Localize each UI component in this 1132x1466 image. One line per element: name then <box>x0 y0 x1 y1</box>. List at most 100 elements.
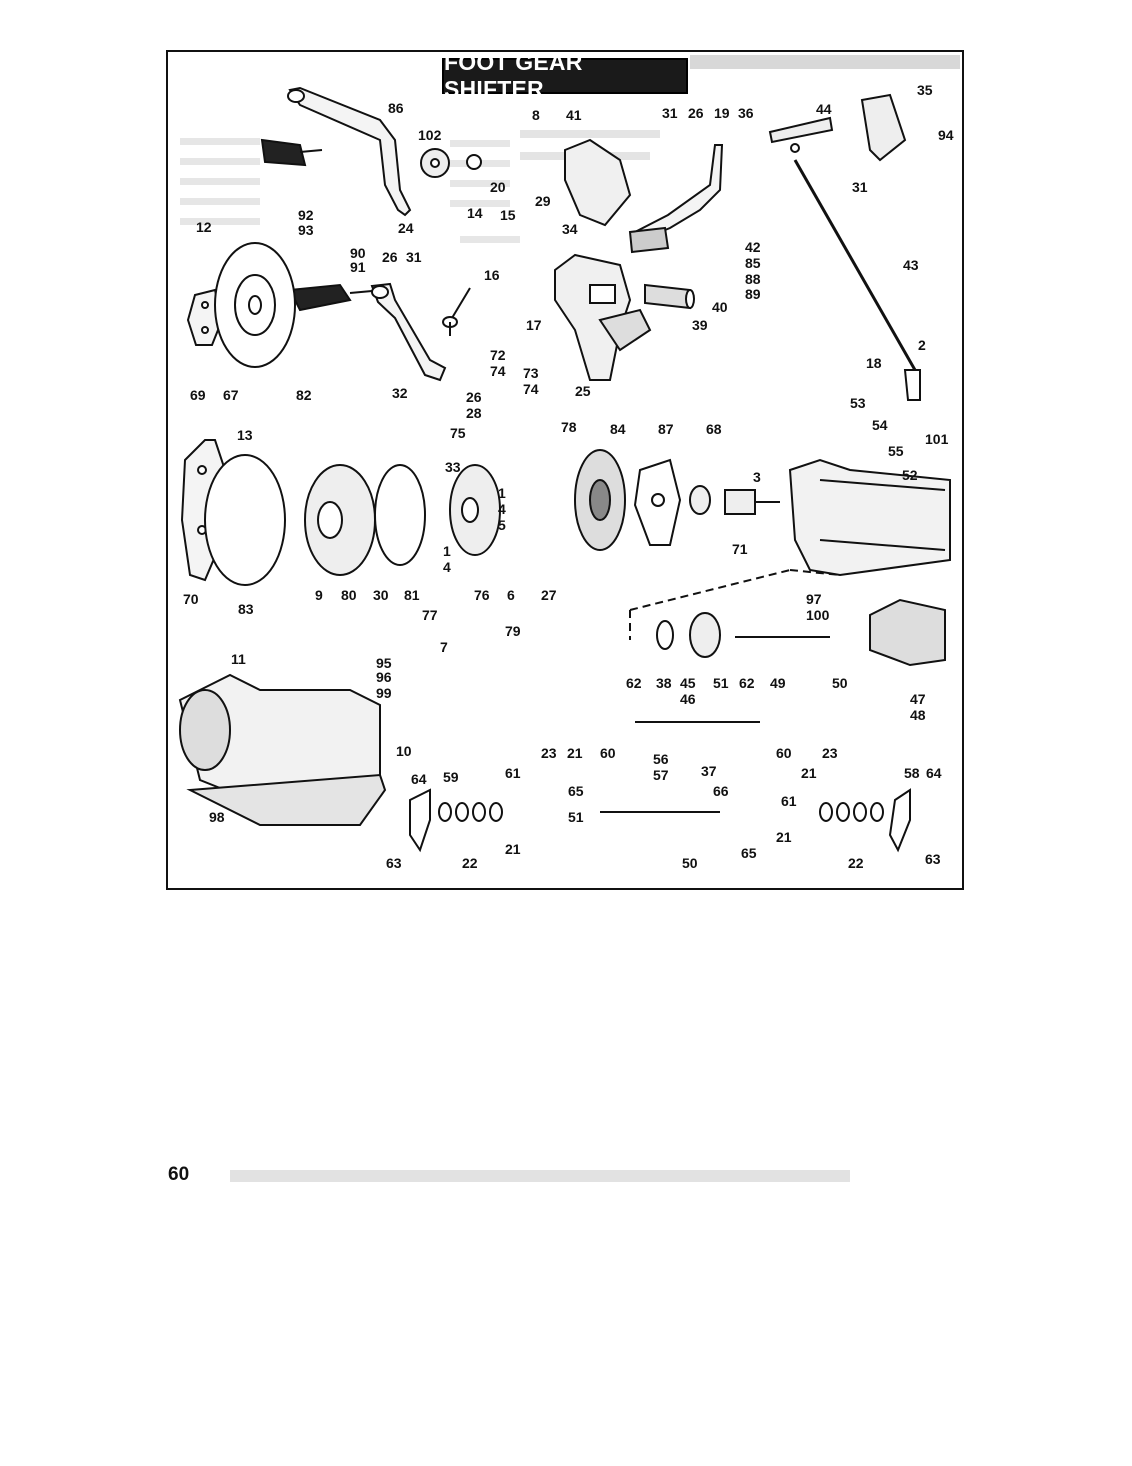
part-label: 32 <box>392 385 408 401</box>
part-label: 71 <box>732 541 748 557</box>
part-label: 69 <box>190 387 206 403</box>
part-label: 74 <box>523 381 539 397</box>
part-label: 60 <box>776 745 792 761</box>
part-label: 61 <box>781 793 797 809</box>
part-label: 86 <box>388 100 404 116</box>
fork-59 <box>409 788 911 853</box>
part-label: 62 <box>626 675 642 691</box>
part-label: 56 <box>653 751 669 767</box>
part-label: 81 <box>404 587 420 603</box>
disc-82 <box>214 242 296 368</box>
part-label: 15 <box>500 207 516 223</box>
bolt-16 <box>442 287 471 336</box>
part-label: 3 <box>753 469 761 485</box>
part-label: 50 <box>832 675 848 691</box>
part-label: 1 <box>498 485 506 501</box>
part-label: 70 <box>183 591 199 607</box>
part-label: 95 <box>376 655 392 671</box>
part-label: 91 <box>350 259 366 275</box>
part-label: 92 <box>298 207 314 223</box>
part-label: 31 <box>662 105 678 121</box>
transmission-case-95 <box>178 673 387 826</box>
part-label: 18 <box>866 355 882 371</box>
part-label: 72 <box>490 347 506 363</box>
part-label: 59 <box>443 769 459 785</box>
part-label: 54 <box>872 417 888 433</box>
part-label: 77 <box>422 607 438 623</box>
part-label: 17 <box>526 317 542 333</box>
part-label: 45 <box>680 675 696 691</box>
part-label: 57 <box>653 767 669 783</box>
shift-rod-43 <box>768 93 921 401</box>
part-label: 53 <box>850 395 866 411</box>
shift-lever-42 <box>628 144 724 254</box>
part-label: 41 <box>566 107 582 123</box>
part-label: 63 <box>925 851 941 867</box>
part-label: 26 <box>688 105 704 121</box>
part-label: 34 <box>562 221 578 237</box>
part-label: 46 <box>680 691 696 707</box>
page-number: 60 <box>168 1164 190 1185</box>
part-label: 97 <box>806 591 822 607</box>
bleed-through-text <box>180 55 960 1182</box>
part-label: 22 <box>462 855 478 871</box>
washers-22 <box>438 802 884 822</box>
part-label: 63 <box>386 855 402 871</box>
cam-plate-76 <box>449 464 501 556</box>
part-label: 83 <box>238 601 254 617</box>
part-label: 42 <box>745 239 761 255</box>
part-label: 68 <box>706 421 722 437</box>
part-label: 51 <box>568 809 584 825</box>
part-label: 1 <box>443 543 451 559</box>
crankshaft-47 <box>869 598 946 667</box>
part-label: 61 <box>505 765 521 781</box>
transmission-case-97 <box>788 458 951 577</box>
part-label: 55 <box>888 443 904 459</box>
shifter-housing <box>554 138 652 381</box>
part-label: 93 <box>298 222 314 238</box>
pedal-arm-90 <box>370 282 447 382</box>
part-label: 37 <box>701 763 717 779</box>
part-label: 35 <box>917 82 933 98</box>
part-label: 21 <box>567 745 583 761</box>
shaft-71 <box>724 489 780 515</box>
part-label: 99 <box>376 685 392 701</box>
cover-84 <box>574 449 626 551</box>
part-label: 89 <box>745 286 761 302</box>
part-label: 31 <box>852 179 868 195</box>
part-label: 16 <box>484 267 500 283</box>
part-label: 47 <box>910 691 926 707</box>
part-label: 88 <box>745 271 761 287</box>
washer-102 <box>420 148 482 178</box>
part-label: 101 <box>925 431 949 447</box>
cover-disc-83 <box>204 454 286 586</box>
part-label: 39 <box>692 317 708 333</box>
part-label: 94 <box>938 127 954 143</box>
part-label: 76 <box>474 587 490 603</box>
part-label: 9 <box>315 587 323 603</box>
part-label: 58 <box>904 765 920 781</box>
part-label: 27 <box>541 587 557 603</box>
part-label: 102 <box>418 127 442 143</box>
part-label: 13 <box>237 427 253 443</box>
part-label: 90 <box>350 245 366 261</box>
part-label: 60 <box>600 745 616 761</box>
part-label: 78 <box>561 419 577 435</box>
shift-lever-86 <box>260 86 412 217</box>
part-label: 98 <box>209 809 225 825</box>
part-label: 26 <box>466 389 482 405</box>
part-label: 64 <box>411 771 427 787</box>
part-label: 36 <box>738 105 754 121</box>
part-label: 64 <box>926 765 942 781</box>
part-label: 29 <box>535 193 551 209</box>
diagram-title-box: FOOT GEAR SHIFTER <box>442 49 688 102</box>
part-label: 2 <box>918 337 926 353</box>
part-label: 24 <box>398 220 414 236</box>
part-label: 4 <box>443 559 451 575</box>
part-label: 52 <box>902 467 918 483</box>
part-label: 100 <box>806 607 830 623</box>
sleeve-40 <box>644 283 695 310</box>
part-label: 11 <box>231 651 246 667</box>
